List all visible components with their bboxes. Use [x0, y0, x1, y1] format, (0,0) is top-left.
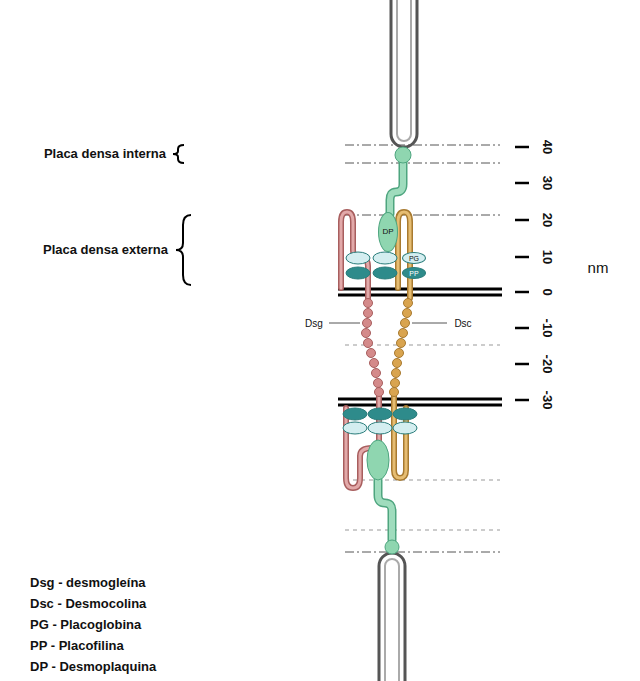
plakophilin-shape: [393, 408, 417, 420]
unit-label: nm: [588, 260, 609, 277]
scale-tick: [515, 363, 529, 366]
desmocollin-beads: [390, 299, 413, 397]
domain-bead: [367, 349, 376, 358]
plakoglobin-shape: [346, 252, 370, 264]
region-label: Placa densa interna: [44, 147, 166, 161]
domain-bead: [390, 388, 399, 397]
domain-bead: [391, 379, 400, 388]
scale-tick: [515, 291, 529, 294]
curly-bracket: [173, 145, 184, 163]
node-text: PP: [409, 270, 418, 277]
plakoglobin-shape: [368, 422, 392, 434]
scale-tick: [515, 399, 529, 402]
plakophilin-shape: [368, 408, 392, 420]
membrane-line: [338, 294, 502, 297]
desmoplakin-tube: [390, 162, 403, 214]
scale-number: 40: [540, 140, 554, 154]
domain-bead: [399, 329, 408, 338]
desmoplakin-dot: [385, 540, 399, 554]
scale-number: 20: [540, 213, 554, 227]
scale-tick: [515, 256, 529, 259]
scale-number: 30: [540, 176, 554, 190]
scale-tick: [515, 182, 529, 185]
domain-bead: [374, 379, 383, 388]
scale-number: 10: [540, 250, 554, 264]
desmoglein-beads: [362, 299, 384, 397]
plakophilin-shape: [346, 267, 370, 279]
scale-number: -30: [540, 391, 554, 410]
desmoplakin-shape: [367, 440, 389, 480]
plakoglobin-shape: [343, 422, 367, 434]
dash-dot-line: [345, 145, 500, 146]
dash-dot-line: [345, 552, 500, 553]
domain-bead: [397, 339, 406, 348]
filament-inner: [397, 0, 411, 141]
domain-bead: [364, 309, 373, 318]
node-text: PG: [409, 255, 419, 262]
domain-bead: [375, 388, 384, 397]
plakoglobin-shape: [393, 422, 417, 434]
leader-line: [412, 323, 447, 324]
domain-bead: [370, 359, 379, 368]
scale-tick: [515, 146, 529, 149]
domain-bead: [393, 359, 402, 368]
scale-number: 0: [540, 288, 554, 295]
dash-dot-line: [345, 215, 500, 216]
node-text: DP: [382, 228, 393, 236]
membrane-line: [338, 404, 502, 407]
plakophilin-shape: [373, 267, 397, 279]
filament-inner: [385, 559, 399, 681]
scale-ticks: [515, 147, 529, 400]
plakophilin-shape: PP: [402, 267, 426, 279]
dash-dot-line: [345, 163, 500, 164]
legend-line: PG - Placoglobina: [30, 618, 141, 632]
leader-line: [329, 323, 360, 324]
protein-label: Dsg: [305, 318, 323, 329]
plasma-membranes: [338, 289, 502, 405]
plakoglobin-shape: [373, 252, 397, 264]
domain-bead: [403, 309, 412, 318]
curly-bracket: [176, 215, 191, 285]
region-label: Placa densa externa: [43, 243, 168, 257]
desmoplakin-shape: DP: [378, 212, 398, 252]
domain-bead: [392, 369, 401, 378]
domain-bead: [363, 319, 372, 328]
domain-bead: [364, 299, 373, 308]
dashed-line: [345, 480, 500, 481]
domain-bead: [362, 329, 371, 338]
membrane-line: [338, 288, 502, 291]
legend-line: DP - Desmoplaquina: [30, 660, 156, 674]
legend-line: PP - Placofilina: [30, 639, 124, 653]
reference-lines: [345, 145, 500, 552]
scale-number: -20: [540, 355, 554, 374]
plakoglobin-shape: PG: [402, 252, 426, 264]
plakophilin-shape: [343, 408, 367, 420]
intermediate-filaments: [379, 0, 417, 681]
domain-bead: [401, 319, 410, 328]
domain-bead: [364, 339, 373, 348]
domain-bead: [395, 349, 404, 358]
dashed-line: [345, 530, 500, 531]
membrane-line: [338, 398, 502, 401]
filament-outline: [391, 0, 417, 147]
desmoplakin-dot: [395, 147, 411, 163]
desmoplakin-tube: [378, 480, 392, 540]
filament-outline: [379, 553, 405, 681]
legend-line: Dsc - Desmocolina: [30, 597, 146, 611]
plaque-proteins: [343, 252, 417, 434]
desmoplakin-tube: [378, 480, 392, 540]
legend-line: Dsg - desmogleína: [30, 576, 146, 590]
scale-tick: [515, 219, 529, 222]
domain-bead: [372, 369, 381, 378]
desmoplakin-tube: [390, 162, 403, 214]
protein-label: Dsc: [454, 318, 471, 329]
scale-number: -10: [540, 319, 554, 338]
scale-tick: [515, 327, 529, 330]
domain-bead: [404, 299, 413, 308]
